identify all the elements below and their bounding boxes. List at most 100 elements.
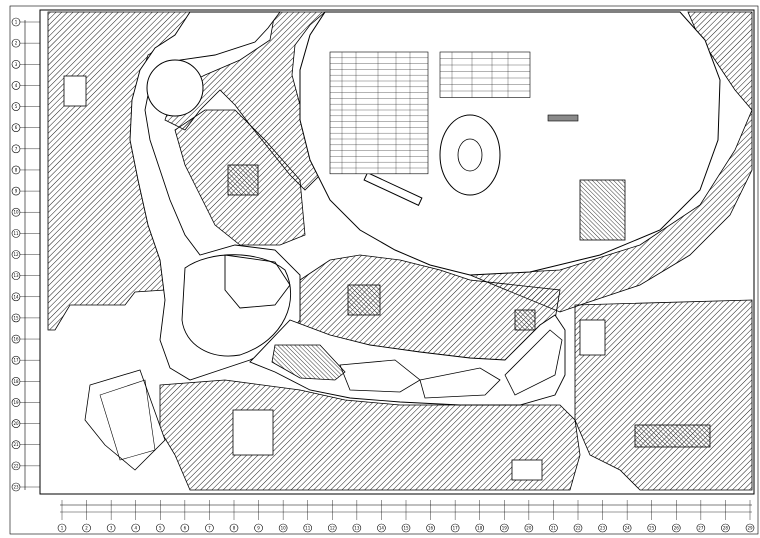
grid-bubble-left: 16 (11, 334, 40, 344)
grid-bubble-bottom: 18 (475, 500, 485, 533)
grid-bubble-left: 20 (11, 419, 40, 428)
svg-text:1: 1 (15, 20, 18, 25)
svg-text:12: 12 (13, 252, 19, 257)
grid-bubble-left: 9 (11, 186, 40, 196)
grid-bubble-bottom: 11 (303, 500, 313, 533)
svg-text:18: 18 (477, 526, 483, 531)
svg-text:20: 20 (526, 526, 532, 531)
svg-text:29: 29 (747, 526, 753, 531)
svg-text:16: 16 (428, 526, 434, 531)
svg-text:15: 15 (13, 315, 19, 320)
escalator-void-4 (504, 329, 563, 396)
svg-text:15: 15 (403, 526, 409, 531)
grid-bubble-left: 11 (11, 229, 40, 238)
svg-text:19: 19 (13, 400, 19, 405)
svg-text:26: 26 (674, 526, 680, 531)
svg-text:9: 9 (257, 526, 260, 531)
grid-bubble-bottom: 5 (155, 500, 165, 533)
lower-corridor (249, 314, 566, 406)
escalator-void-3 (419, 367, 501, 399)
svg-text:21: 21 (551, 526, 557, 531)
grid-bubble-bottom: 20 (524, 500, 534, 533)
svg-text:4: 4 (15, 83, 18, 88)
svg-text:4: 4 (134, 526, 137, 531)
grid-bubble-left: 8 (11, 165, 40, 175)
grid-bubble-bottom: 3 (106, 500, 116, 533)
round-atrium-void (146, 59, 204, 117)
svg-text:13: 13 (354, 526, 360, 531)
svg-text:28: 28 (723, 526, 729, 531)
grid-bubble-bottom: 17 (450, 500, 460, 533)
grid-bubble-bottom: 6 (180, 500, 190, 533)
grid-bubble-bottom: 26 (671, 500, 681, 533)
svg-text:5: 5 (159, 526, 162, 531)
grid-bubble-left: 17 (11, 355, 40, 365)
grid-bubble-bottom: 29 (745, 500, 755, 533)
escalator-void-1 (271, 344, 346, 381)
svg-text:22: 22 (13, 463, 19, 468)
svg-text:6: 6 (184, 526, 187, 531)
svg-text:3: 3 (15, 62, 18, 67)
grid-bubble-left: 19 (11, 398, 40, 407)
grid-bubble-bottom: 1 (57, 500, 67, 533)
legend-swatch (547, 114, 579, 122)
svg-text:14: 14 (13, 294, 19, 299)
grid-bubble-bottom: 23 (598, 500, 607, 533)
grid-bubble-left: 1 (11, 17, 40, 27)
grid-bubble-bottom: 22 (573, 500, 583, 533)
grid-bubble-left: 22 (11, 461, 40, 471)
svg-text:17: 17 (453, 526, 459, 531)
escalator-void-2 (339, 359, 421, 393)
grid-bubble-bottom: 4 (131, 500, 141, 533)
svg-text:16: 16 (13, 337, 19, 342)
svg-text:14: 14 (379, 526, 385, 531)
grid-bubble-left: 3 (11, 59, 40, 69)
sheet-border (9, 5, 759, 535)
small-rooms (63, 75, 606, 481)
svg-text:10: 10 (281, 526, 287, 531)
svg-text:23: 23 (600, 526, 606, 531)
grid-bubble-left: 6 (11, 123, 40, 132)
schedule-table-left (329, 51, 429, 175)
svg-text:13: 13 (13, 273, 19, 278)
oval-feature (439, 114, 501, 196)
grid-bubble-left: 12 (11, 250, 40, 259)
svg-text:8: 8 (233, 526, 236, 531)
grid-bubble-left: 5 (11, 102, 40, 111)
grid-bubble-left: 15 (11, 313, 40, 323)
svg-text:6: 6 (15, 125, 18, 130)
svg-text:18: 18 (13, 379, 19, 384)
grid-bubble-bottom: 24 (622, 500, 632, 533)
grid-bubble-bottom: 16 (426, 500, 435, 533)
svg-text:2: 2 (85, 526, 88, 531)
grid-bubble-bottom: 15 (401, 500, 411, 533)
stair-cores (227, 164, 711, 448)
grid-bubble-bottom: 28 (721, 500, 730, 533)
svg-text:19: 19 (502, 526, 508, 531)
grid-bubble-bottom: 10 (278, 500, 288, 533)
drawing-frame (39, 9, 755, 495)
svg-text:24: 24 (625, 526, 631, 531)
grid-bubble-left: 10 (11, 207, 40, 217)
grid-bubble-bottom: 8 (229, 500, 239, 533)
svg-text:7: 7 (15, 146, 18, 151)
svg-text:11: 11 (13, 231, 19, 236)
grid-bubble-left: 13 (11, 271, 40, 280)
svg-text:17: 17 (13, 358, 19, 363)
grid-bubble-bottom: 25 (647, 500, 657, 533)
grid-bubble-bottom: 19 (499, 500, 509, 533)
svg-text:12: 12 (330, 526, 336, 531)
grid-bubble-bottom: 2 (82, 500, 91, 533)
svg-text:7: 7 (208, 526, 211, 531)
svg-text:9: 9 (15, 189, 18, 194)
svg-text:22: 22 (575, 526, 581, 531)
svg-text:27: 27 (698, 526, 704, 531)
entrance-canopy (84, 369, 166, 471)
grid-bubble-left: 2 (11, 38, 40, 48)
grid-bubble-bottom: 21 (549, 500, 558, 533)
svg-text:25: 25 (649, 526, 655, 531)
grid-bubble-left: 4 (11, 81, 40, 90)
svg-text:21: 21 (13, 442, 19, 447)
grid-bubble-left: 23 (11, 482, 40, 492)
